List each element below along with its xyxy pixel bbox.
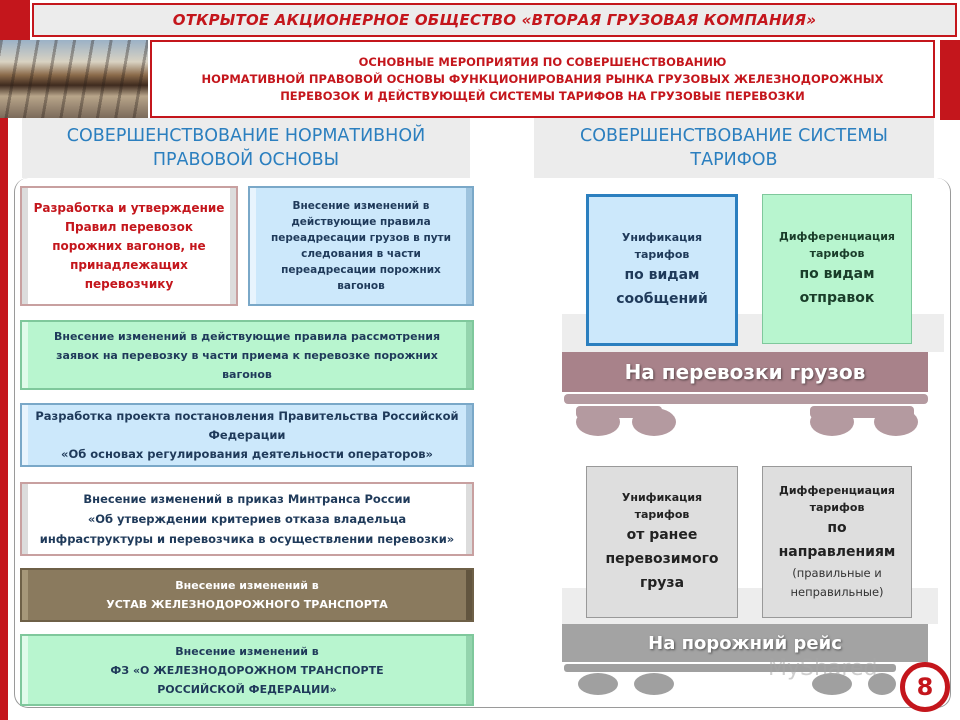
right-section-title: СОВЕРШЕНСТВОВАНИЕ СИСТЕМЫ ТАРИФОВ xyxy=(534,118,934,178)
empty-car-label: На порожний рейс xyxy=(648,632,842,654)
wheel-icon xyxy=(874,408,918,436)
cargo-car-body: На перевозки грузов xyxy=(562,352,928,392)
right-red-bar xyxy=(940,40,960,120)
cargo-car-label: На перевозки грузов xyxy=(624,360,866,384)
slide-subtitle: ОСНОВНЫЕ МЕРОПРИЯТИЯ ПО СОВЕРШЕНСТВОВАНИ… xyxy=(150,40,935,118)
wheel-icon xyxy=(632,408,676,436)
chassis-bar xyxy=(564,394,928,404)
tariff-unification-box: Унификация тарифов по видам сообщений xyxy=(586,194,738,346)
wheel-icon xyxy=(812,673,852,695)
measure-item: Внесение изменений в действующие правила… xyxy=(20,320,474,390)
company-name: ОТКРЫТОЕ АКЦИОНЕРНОЕ ОБЩЕСТВО «ВТОРАЯ ГР… xyxy=(172,11,817,29)
company-banner: ОТКРЫТОЕ АКЦИОНЕРНОЕ ОБЩЕСТВО «ВТОРАЯ ГР… xyxy=(32,3,957,37)
left-red-bar-top xyxy=(0,0,30,40)
page-number: 8 xyxy=(916,673,934,701)
measure-item: Разработка проекта постановления Правите… xyxy=(20,403,474,467)
wheel-icon xyxy=(868,673,896,695)
empty-car-wheels xyxy=(564,664,896,695)
tariff-differentiation-box-empty: Дифференциация тарифов по направлениям (… xyxy=(762,466,912,618)
cargo-car-wheels xyxy=(564,394,928,436)
measure-item: Внесение изменений в ФЗ «О ЖЕЛЕЗНОДОРОЖН… xyxy=(20,634,474,706)
left-red-bar xyxy=(0,118,8,720)
chassis-bar xyxy=(564,664,896,672)
tariff-differentiation-box: Дифференциация тарифов по видам отправок xyxy=(762,194,912,344)
content-frame xyxy=(14,178,951,708)
measure-item: Внесение изменений в УСТАВ ЖЕЛЕЗНОДОРОЖН… xyxy=(20,568,474,622)
wheel-icon xyxy=(578,673,618,695)
page-number-badge: 8 xyxy=(900,662,950,712)
measure-item: Внесение изменений в приказ Минтранса Ро… xyxy=(20,482,474,556)
watermark: MyShared xyxy=(768,656,878,681)
left-section-title: СОВЕРШЕНСТВОВАНИЕ НОРМАТИВНОЙ ПРАВОВОЙ О… xyxy=(22,118,470,178)
wheel-icon xyxy=(634,673,674,695)
empty-car-body: На порожний рейс xyxy=(562,624,928,662)
left-section-title-text: СОВЕРШЕНСТВОВАНИЕ НОРМАТИВНОЙ ПРАВОВОЙ О… xyxy=(66,126,426,170)
measure-item: Внесение изменений в действующие правила… xyxy=(248,186,474,306)
right-section-title-text: СОВЕРШЕНСТВОВАНИЕ СИСТЕМЫ ТАРИФОВ xyxy=(580,126,888,170)
measure-item: Разработка и утверждение Правил перевозо… xyxy=(20,186,238,306)
tariff-unification-box-empty: Унификация тарифов от ранее перевозимого… xyxy=(586,466,738,618)
wheel-icon xyxy=(810,408,854,436)
wheel-icon xyxy=(576,408,620,436)
railway-photo xyxy=(0,40,148,118)
subtitle-text: ОСНОВНЫЕ МЕРОПРИЯТИЯ ПО СОВЕРШЕНСТВОВАНИ… xyxy=(201,54,884,103)
